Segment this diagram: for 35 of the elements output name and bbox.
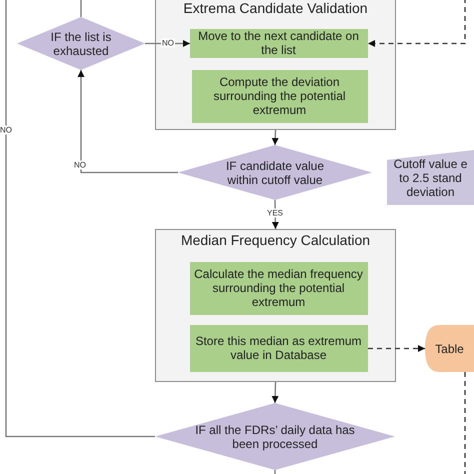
decision-diamond xyxy=(17,17,145,70)
node-text: Store this median as extremum value in Database xyxy=(194,334,363,362)
node-text: Cutoff value e to 2.5 stand deviation xyxy=(392,156,468,198)
process-group xyxy=(155,0,396,130)
connector-line xyxy=(464,372,466,474)
database-shape xyxy=(425,325,474,372)
arrow xyxy=(368,0,466,47)
node-text: Calculate the median frequency surrounding the potential extremum xyxy=(193,267,364,309)
process-box xyxy=(190,324,368,372)
arrow xyxy=(78,70,178,174)
connector-line xyxy=(80,0,82,17)
node-text: IF the list is exhausted xyxy=(50,30,112,58)
arrow xyxy=(368,345,425,352)
decision-diamond xyxy=(155,403,395,470)
arrow xyxy=(272,130,279,146)
node-text: Compute the deviation surrounding the potential extremum xyxy=(212,75,347,117)
node-text: IF all the FDRs’ daily data has been processed xyxy=(194,422,356,450)
edge-label: NO xyxy=(161,38,175,48)
process-group xyxy=(155,229,396,382)
connector-line xyxy=(5,0,155,438)
process-box xyxy=(190,262,368,314)
note-box xyxy=(387,150,474,205)
arrow xyxy=(272,200,279,230)
node-text: Move to the next candidate on the list xyxy=(197,29,360,57)
edge-label: YES xyxy=(266,208,284,218)
arrow xyxy=(272,382,279,404)
group-title: Extrema Candidate Validation xyxy=(183,0,368,16)
edge-label: NO xyxy=(73,160,87,170)
node-text: Table xyxy=(435,342,464,356)
process-box xyxy=(192,70,368,122)
node-text: IF candidate value within cutoff value xyxy=(224,158,326,186)
connector-line xyxy=(274,470,276,474)
decision-diamond xyxy=(178,145,372,200)
edge-label: NO xyxy=(0,126,13,134)
group-title: Median Frequency Calculation xyxy=(180,232,370,248)
